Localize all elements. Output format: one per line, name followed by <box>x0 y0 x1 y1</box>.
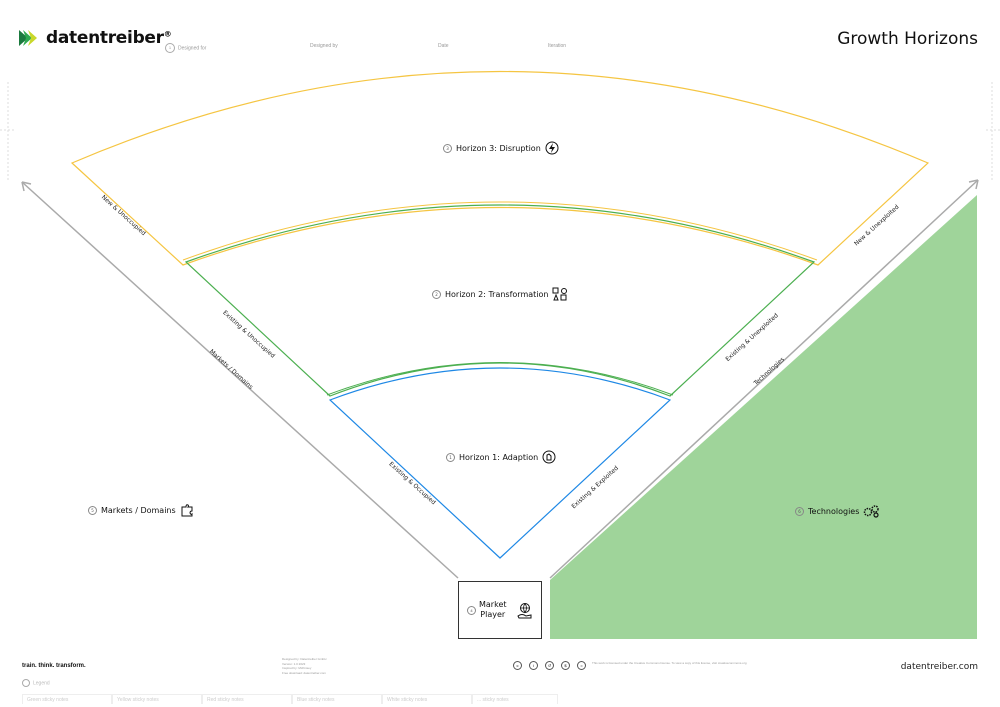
horizon-1-outer-edge <box>326 362 674 396</box>
technologies-axis-arrow-icon <box>968 179 979 190</box>
footer-slogan: train. think. transform. <box>22 663 86 669</box>
legend-title: Legend <box>22 679 50 687</box>
cc-nd-icon: = <box>577 661 586 670</box>
iteration-field[interactable]: Iteration <box>548 43 567 49</box>
footer-site-link[interactable]: datentreiber.com <box>900 662 978 672</box>
footer-license: This work is licensed under the Creative… <box>592 661 747 665</box>
globe-hand-icon <box>517 603 532 619</box>
lightning-icon <box>545 141 559 155</box>
horizon-1-area[interactable] <box>328 367 672 559</box>
legend-yellow-sticky[interactable]: Yellow sticky notes <box>112 694 202 704</box>
logo: datentreiber® <box>18 28 172 48</box>
footer-credits: Designed by: Datentreiber GmbH Version: … <box>282 657 327 675</box>
puzzle-icon <box>181 504 193 517</box>
technologies-area[interactable] <box>550 195 977 639</box>
legend-green-sticky[interactable]: Green sticky notes <box>22 694 112 704</box>
technologies-axis <box>549 179 979 579</box>
cc-by-icon: i <box>529 661 538 670</box>
market-player-label: Market Player <box>479 600 507 619</box>
logo-mark-icon <box>19 30 37 46</box>
cc-sa-icon: ↺ <box>545 661 554 670</box>
cc-nc-icon: $ <box>561 661 570 670</box>
markets-axis <box>21 181 459 579</box>
horizon-2-area[interactable] <box>184 204 816 397</box>
market-player-box[interactable]: 4 Market Player <box>458 581 542 639</box>
market-player-num: 4 <box>467 606 476 615</box>
horizon-2-outer-edge <box>182 201 818 261</box>
shapes-icon <box>552 287 568 301</box>
cc-icon: c <box>513 661 522 670</box>
designed-by-field[interactable]: Designed by <box>310 43 338 49</box>
page-title: Growth Horizons <box>837 29 978 49</box>
gears-icon <box>864 505 880 518</box>
horizon-3-area[interactable] <box>70 70 930 266</box>
legend-blue-sticky[interactable]: Blue sticky notes <box>292 694 382 704</box>
markets-axis-arrow-icon <box>21 181 32 192</box>
hand-pointer-icon <box>542 450 556 464</box>
logo-text: datentreiber® <box>46 28 172 48</box>
legend-other-sticky[interactable]: ... sticky notes <box>472 694 558 704</box>
legend-white-sticky[interactable]: White sticky notes <box>382 694 472 704</box>
legend-red-sticky[interactable]: Red sticky notes <box>202 694 292 704</box>
date-field[interactable]: Date <box>438 43 449 49</box>
